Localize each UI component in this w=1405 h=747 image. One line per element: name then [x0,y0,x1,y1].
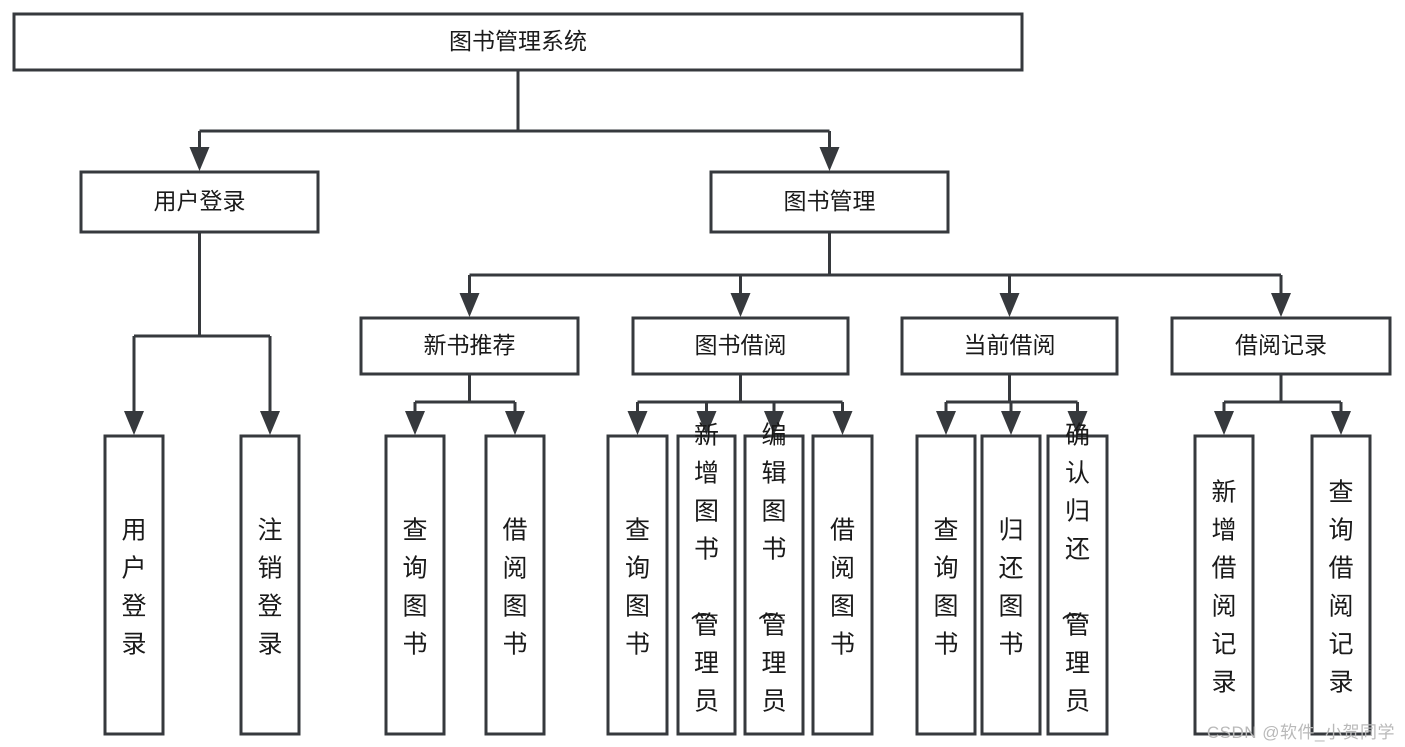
node-label-leaf-return-book: 归还图书 [998,517,1023,659]
node-label-root: 图书管理系统 [449,28,587,54]
arrow-head-book-manage [819,147,840,171]
node-label-borrow-record: 借阅记录 [1235,332,1327,358]
arrow-head-leaf-query-record [1331,411,1351,435]
node-new-book-recommend[interactable]: 新书推荐 [359,316,580,376]
node-leaf-query-record[interactable]: 查询借阅记录 [1310,434,1372,736]
node-book-borrow[interactable]: 图书借阅 [631,316,850,376]
node-box-leaf-edit-book [743,434,805,736]
arrow-head-leaf-query-book-3 [936,411,956,435]
node-label-book-manage: 图书管理 [784,188,876,214]
node-label-leaf-borrow-book-2: 借阅图书 [830,517,855,659]
node-box-leaf-borrow-book-2 [811,434,874,736]
arrow-head-leaf-return-book [1001,411,1021,435]
node-label-leaf-edit-book: 编辑图书（管理员） [755,422,786,747]
connector-layer [124,70,1351,435]
node-leaf-query-book-3[interactable]: 查询图书 [915,434,977,736]
node-label-leaf-add-book: 新增图书（管理员） [688,422,719,747]
node-leaf-query-book-2[interactable]: 查询图书 [606,434,669,736]
node-leaf-borrow-book-1[interactable]: 借阅图书 [484,434,546,736]
node-box-user-login [79,170,320,234]
node-leaf-edit-book[interactable]: 编辑图书（管理员） [743,422,805,747]
arrow-head-leaf-edit-book [764,411,784,435]
node-label-leaf-query-book-3: 查询图书 [933,517,958,659]
arrow-head-leaf-borrow-book-1 [505,411,525,435]
node-leaf-add-book[interactable]: 新增图书（管理员） [676,422,737,747]
node-leaf-borrow-book-2[interactable]: 借阅图书 [811,434,874,736]
node-box-current-borrow [900,316,1119,376]
node-label-leaf-confirm-return: 确认归还（管理员） [1059,422,1090,747]
node-box-leaf-user-login [103,434,165,736]
arrow-head-leaf-user-login [124,411,144,435]
arrow-head-leaf-borrow-book-2 [832,411,853,435]
arrow-head-book-borrow [730,293,751,317]
node-box-leaf-add-record [1193,434,1255,736]
csdn-watermark: CSDN @软件_小贺同学 [1206,723,1395,742]
arrow-head-leaf-add-record [1214,411,1234,435]
node-box-new-book-recommend [359,316,580,376]
node-box-book-manage [709,170,950,234]
node-box-leaf-logout [239,434,301,736]
node-label-leaf-logout: 注销登录 [257,517,282,659]
node-root[interactable]: 图书管理系统 [12,12,1024,72]
node-box-leaf-confirm-return [1046,434,1109,736]
arrow-head-current-borrow [999,293,1020,317]
arrow-head-leaf-confirm-return [1067,411,1088,435]
node-box-leaf-return-book [980,434,1042,736]
node-leaf-user-login[interactable]: 用户登录 [103,434,165,736]
node-box-leaf-query-book-1 [384,434,446,736]
node-leaf-confirm-return[interactable]: 确认归还（管理员） [1046,422,1109,747]
node-box-leaf-query-record [1310,434,1372,736]
node-leaf-query-book-1[interactable]: 查询图书 [384,434,446,736]
node-box-root [12,12,1024,72]
node-label-new-book-recommend: 新书推荐 [424,332,516,358]
arrow-head-leaf-logout [260,411,280,435]
node-leaf-add-record[interactable]: 新增借阅记录 [1193,434,1255,736]
node-leaf-return-book[interactable]: 归还图书 [980,434,1042,736]
node-user-login[interactable]: 用户登录 [79,170,320,234]
node-layer: 图书管理系统用户登录图书管理新书推荐图书借阅当前借阅借阅记录用户登录注销登录查询… [12,12,1392,747]
node-label-leaf-add-record: 新增借阅记录 [1211,479,1236,697]
node-leaf-logout[interactable]: 注销登录 [239,434,301,736]
node-box-leaf-query-book-2 [606,434,669,736]
node-box-leaf-borrow-book-1 [484,434,546,736]
node-borrow-record[interactable]: 借阅记录 [1170,316,1392,376]
node-label-leaf-query-record: 查询借阅记录 [1328,479,1353,697]
node-label-leaf-user-login: 用户登录 [121,517,146,659]
node-book-manage[interactable]: 图书管理 [709,170,950,234]
node-label-current-borrow: 当前借阅 [964,332,1056,358]
arrow-head-leaf-query-book-2 [627,411,648,435]
node-box-book-borrow [631,316,850,376]
node-label-leaf-borrow-book-1: 借阅图书 [502,517,527,659]
node-label-book-borrow: 图书借阅 [695,332,787,358]
node-box-leaf-query-book-3 [915,434,977,736]
arrow-head-borrow-record [1271,293,1291,317]
node-current-borrow[interactable]: 当前借阅 [900,316,1119,376]
arrow-head-leaf-query-book-1 [405,411,425,435]
node-box-leaf-add-book [676,434,737,736]
node-label-leaf-query-book-2: 查询图书 [625,517,650,659]
arrow-head-leaf-add-book [696,411,717,435]
arrow-head-new-book-recommend [459,293,480,317]
node-label-leaf-query-book-1: 查询图书 [402,517,427,659]
node-box-borrow-record [1170,316,1392,376]
arrow-head-user-login [189,147,210,171]
node-label-user-login: 用户登录 [154,188,246,214]
